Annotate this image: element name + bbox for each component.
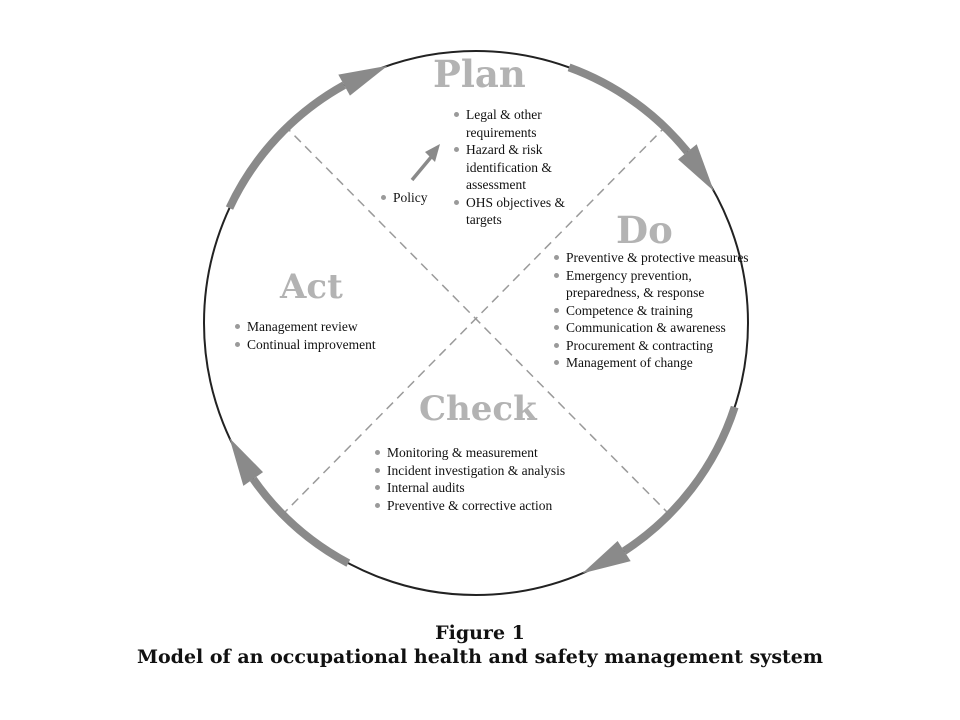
arrow-plan-to-do-icon (567, 63, 714, 192)
list-item: Policy (380, 189, 428, 207)
phase-title-check: Check (419, 389, 537, 429)
arrow-check-to-act-icon (229, 437, 351, 567)
plan-items-list: Legal & other requirements Hazard & risk… (453, 106, 583, 229)
list-item: Preventive & corrective action (374, 497, 614, 515)
phase-title-act: Act (280, 267, 343, 307)
check-items-list: Monitoring & measurement Incident invest… (374, 444, 614, 514)
act-items-list: Management review Continual improvement (234, 318, 434, 353)
list-item: Monitoring & measurement (374, 444, 614, 462)
list-item: Incident investigation & analysis (374, 462, 614, 480)
list-item: Procurement & contracting (553, 337, 753, 355)
plan-policy-list: Policy (380, 189, 428, 207)
list-item: Hazard & risk identification & assessmen… (453, 141, 583, 194)
phase-title-do: Do (616, 208, 673, 252)
list-item: Continual improvement (234, 336, 434, 354)
figure-title: Model of an occupational health and safe… (136, 646, 824, 668)
phase-title-plan: Plan (433, 52, 526, 96)
list-item: Management review (234, 318, 434, 336)
list-item: Communication & awareness (553, 319, 753, 337)
arrow-act-to-plan-icon (225, 65, 388, 210)
list-item: OHS objectives & targets (453, 194, 583, 229)
cycle-circle (203, 50, 749, 596)
divider-diagonal-2 (284, 124, 668, 513)
list-item: Legal & other requirements (453, 106, 583, 141)
list-item: Preventive & protective measures (553, 249, 753, 267)
cycle-arrows (225, 63, 739, 574)
arrow-do-to-check-icon (582, 405, 739, 574)
list-item: Emergency prevention, preparedness, & re… (553, 267, 753, 302)
list-item: Internal audits (374, 479, 614, 497)
list-item: Competence & training (553, 302, 753, 320)
figure-number: Figure 1 (435, 622, 525, 644)
list-item: Management of change (553, 354, 753, 372)
do-items-list: Preventive & protective measures Emergen… (553, 249, 753, 372)
policy-arrow-icon (410, 144, 440, 182)
